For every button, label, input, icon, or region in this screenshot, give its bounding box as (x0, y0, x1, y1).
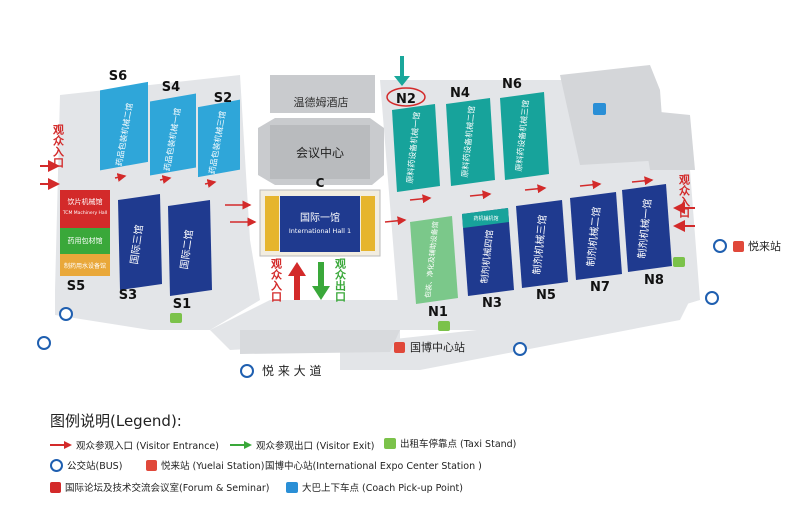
entrance-east-label: 观众入口 (678, 174, 691, 219)
hall-n3[interactable] (462, 208, 514, 296)
legend-visitor-entrance-label: 观众参观入口 (Visitor Entrance) (76, 441, 219, 452)
legend-bus: 公交站(BUS) (50, 458, 122, 472)
main-entrance-label: 观众入口 (270, 258, 283, 303)
hall-n3-code: N3 (482, 296, 502, 311)
road-label: 悦 来 大 道 (262, 364, 321, 378)
hall-n6-code: N6 (502, 77, 522, 92)
forum-icon (50, 481, 61, 493)
entrance-west-label: 观众入口 (52, 124, 65, 169)
hall-n1[interactable] (410, 216, 458, 304)
main-exit-arrow (312, 262, 330, 300)
legend-taxi-label: 出租车停靠点 (Taxi Stand) (400, 439, 517, 450)
legend-visitor-entrance: 观众参观入口 (Visitor Entrance) (50, 438, 219, 452)
entrance-arrow-east (673, 202, 695, 232)
hall-s6-code: S6 (109, 69, 127, 84)
bus-station-icon (50, 458, 63, 472)
hall-n2-code: N2 (396, 92, 416, 107)
hall-n7[interactable] (570, 192, 622, 280)
hall-n4[interactable] (446, 98, 495, 186)
legend-yuelai-label: 悦来站 (Yuelai Station) (161, 461, 265, 472)
red-arrow-icon (50, 441, 72, 449)
hall-s5[interactable] (60, 190, 110, 276)
hall-s6[interactable] (100, 81, 148, 171)
hall-c-cn: 国际一馆 (300, 211, 340, 224)
hall-s2-code: S2 (214, 91, 232, 106)
hall-n5-code: N5 (536, 288, 556, 303)
hall-c[interactable] (259, 189, 381, 257)
hotel-building (270, 75, 375, 113)
hall-c-code: C (316, 176, 325, 190)
legend-bus-label: 公交站(BUS) (67, 461, 123, 472)
taxi-icon (170, 257, 685, 331)
station-north-label: 国博中心站 (410, 340, 465, 354)
hall-s5-code: S5 (67, 279, 85, 294)
hall-n4-code: N4 (450, 86, 470, 101)
main-entrance-arrow (288, 262, 306, 300)
coach-icon (286, 481, 298, 493)
hall-s1-code: S1 (173, 297, 191, 312)
conference-label: 会议中心 (296, 145, 344, 160)
hall-n3-top: 药机辅机馆 (473, 215, 498, 222)
hall-s3-code: S3 (119, 288, 137, 303)
hall-s5-bottom: 制药用水设备馆 (64, 262, 106, 270)
legend-expo: 国博中心站(International Expo Center Station … (265, 458, 482, 472)
hall-s1[interactable] (168, 200, 212, 296)
hall-n8[interactable] (622, 184, 672, 272)
hall-n7-code: N7 (590, 280, 610, 295)
hall-n6[interactable] (500, 92, 549, 180)
green-arrow-icon (230, 441, 252, 449)
legend-expo-label: 国博中心站(International Expo Center Station … (265, 461, 482, 472)
n2-pointer-arrow (394, 56, 410, 86)
hotel-label: 温德姆酒店 (294, 95, 349, 109)
legend-yuelai: 悦来站 (Yuelai Station) (146, 458, 264, 472)
legend-visitor-exit-label: 观众参观出口 (Visitor Exit) (256, 441, 375, 452)
hall-n2-highlight (386, 87, 426, 107)
hall-n1-code: N1 (428, 305, 448, 320)
legend-taxi: 出租车停靠点 (Taxi Stand) (384, 436, 516, 450)
main-exit-label: 观众出口 (334, 258, 347, 303)
station-east-label: 悦来站 (748, 239, 781, 253)
taxi-icon (384, 437, 396, 449)
hall-s2[interactable] (198, 99, 240, 178)
metro-station-icon (394, 241, 744, 353)
hall-n8-code: N8 (644, 273, 664, 288)
connector-arrows (114, 173, 654, 227)
hall-c-en: International Hall 1 (289, 227, 351, 235)
hall-s4[interactable] (150, 93, 196, 176)
hall-s3[interactable] (118, 194, 162, 290)
legend-visitor-exit: 观众参观出口 (Visitor Exit) (230, 438, 374, 452)
legend-coach-label: 大巴上下车点 (Coach Pick-up Point) (302, 483, 463, 494)
legend-coach: 大巴上下车点 (Coach Pick-up Point) (286, 480, 463, 494)
legend-forum: 国际论坛及技术交流会议室(Forum & Seminar) (50, 480, 270, 494)
legend-forum-label: 国际论坛及技术交流会议室(Forum & Seminar) (65, 483, 270, 494)
hall-s5-mid: 药用包材馆 (68, 236, 103, 245)
hall-s4-code: S4 (162, 80, 180, 95)
bus-station-icon (37, 239, 727, 378)
hall-n5[interactable] (516, 200, 568, 288)
entrance-arrow-west (40, 160, 60, 190)
hall-n2[interactable] (392, 104, 440, 192)
hall-s5-top-en: TCM Machinery Hall (62, 210, 107, 216)
legend: 图例说明(Legend): 观众参观入口 (Visitor Entrance) … (50, 410, 790, 522)
metro-station-icon (146, 459, 157, 471)
coach-icon (593, 103, 606, 115)
hall-s5-top: 饮片机械馆 (68, 197, 103, 206)
conference-building (258, 118, 384, 185)
legend-title: 图例说明(Legend): (50, 412, 182, 430)
